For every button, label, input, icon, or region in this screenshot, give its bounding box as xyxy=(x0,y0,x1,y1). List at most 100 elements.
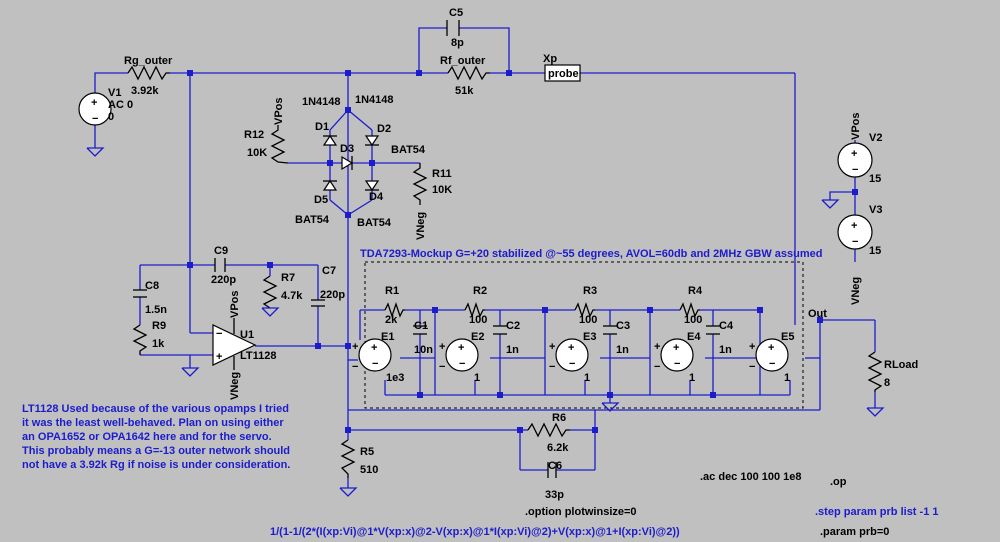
svg-text:−: − xyxy=(216,328,222,340)
vneg-net-v3: VNeg xyxy=(850,277,862,305)
r2-resistor[interactable] xyxy=(464,301,485,319)
svg-text:−: − xyxy=(372,358,378,370)
v1-name: V1 xyxy=(108,87,121,99)
svg-text:−: − xyxy=(852,164,858,176)
e2-source[interactable]: +− +− xyxy=(439,338,479,373)
e1-name: E1 xyxy=(381,331,394,343)
v3-source[interactable]: +− xyxy=(837,214,873,250)
svg-text:+: + xyxy=(458,342,464,354)
u1-opamp[interactable] xyxy=(212,324,257,366)
ground-icon xyxy=(821,199,840,209)
rload-value: 8 xyxy=(884,377,890,389)
xp-probe-label: probe xyxy=(548,68,579,80)
e4-source[interactable]: +− +− xyxy=(654,338,694,373)
rg-outer-name: Rg_outer xyxy=(124,55,173,67)
c6-value: 33p xyxy=(545,489,564,501)
v1-source[interactable] xyxy=(78,92,112,126)
d3-diode[interactable] xyxy=(341,155,354,171)
c1-name: C1 xyxy=(414,320,428,332)
r12-value: 10K xyxy=(247,147,267,159)
r4-value: 100 xyxy=(684,314,702,326)
directive-option: .option plotwinsize=0 xyxy=(525,506,637,518)
svg-text:+: + xyxy=(216,351,222,363)
d2-diode[interactable] xyxy=(364,135,380,147)
svg-text:−: − xyxy=(352,361,358,373)
svg-text:−: − xyxy=(92,113,98,125)
junction-dots xyxy=(187,70,858,433)
c3-value: 1n xyxy=(616,344,629,356)
r11-resistor[interactable] xyxy=(412,163,428,205)
c2-name: C2 xyxy=(506,320,520,332)
c9-value: 220p xyxy=(211,274,236,286)
comment-block: LT1128 Used because of the various opamp… xyxy=(22,403,290,471)
svg-text:+: + xyxy=(673,342,679,354)
svg-text:−: − xyxy=(852,236,858,248)
d2-name: D2 xyxy=(377,123,391,135)
rload-resistor[interactable] xyxy=(867,351,883,392)
ground-icon xyxy=(339,487,358,497)
r3-resistor[interactable] xyxy=(574,301,595,319)
r5-value: 510 xyxy=(360,464,378,476)
r11-value: 10K xyxy=(432,184,452,196)
c9-name: C9 xyxy=(214,245,228,257)
c6-name: C6 xyxy=(548,460,562,472)
ground-icon xyxy=(866,407,885,417)
r5-resistor[interactable] xyxy=(340,439,356,478)
r1-resistor[interactable] xyxy=(384,301,405,319)
d1-model: 1N4148 xyxy=(302,96,341,108)
d1-diode[interactable] xyxy=(322,134,338,146)
ground-icon xyxy=(86,147,105,157)
svg-text:−: − xyxy=(654,361,660,373)
v3-name: V3 xyxy=(869,204,882,216)
d4-model: BAT54 xyxy=(357,217,392,229)
d5-diode[interactable] xyxy=(322,179,338,191)
v1-value2: 0 xyxy=(108,111,114,123)
d4-name: D4 xyxy=(369,191,384,203)
vpos-net-r12: VPos xyxy=(273,97,285,125)
r2-name: R2 xyxy=(473,285,487,297)
svg-text:−: − xyxy=(439,361,445,373)
svg-text:−: − xyxy=(674,358,680,370)
r7-resistor[interactable] xyxy=(262,275,278,309)
xp-probe-box[interactable] xyxy=(544,64,581,82)
e1-source[interactable]: + − + − xyxy=(352,338,392,373)
r5-name: R5 xyxy=(360,446,374,458)
d3-name: D3 xyxy=(340,143,354,155)
v2-source[interactable]: +− xyxy=(837,142,873,178)
svg-text:+: + xyxy=(439,341,445,353)
r12-name: R12 xyxy=(244,129,264,141)
svg-text:+: + xyxy=(352,341,358,353)
wires xyxy=(94,27,876,488)
d3-model: BAT54 xyxy=(391,144,426,156)
e4-value: 1 xyxy=(689,372,695,384)
r3-name: R3 xyxy=(583,285,597,297)
rf-outer-value: 51k xyxy=(455,85,474,97)
c4-name: C4 xyxy=(719,320,734,332)
r12-resistor[interactable] xyxy=(270,125,289,164)
d4-diode[interactable] xyxy=(364,180,380,192)
svg-text:−: − xyxy=(549,361,555,373)
svg-text:+: + xyxy=(549,341,555,353)
e3-name: E3 xyxy=(583,331,596,343)
e3-source[interactable]: +− +− xyxy=(549,338,589,373)
u1-model: LT1128 xyxy=(240,350,277,362)
r6-value: 6.2k xyxy=(547,442,569,454)
d5-name: D5 xyxy=(314,194,328,206)
r1-name: R1 xyxy=(385,285,399,297)
svg-text:+: + xyxy=(371,342,377,354)
directive-op: .op xyxy=(830,476,847,488)
rg-outer-value: 3.92k xyxy=(131,85,159,97)
r4-resistor[interactable] xyxy=(679,301,700,319)
ground-icon xyxy=(181,367,200,377)
rf-outer-resistor[interactable] xyxy=(447,65,490,81)
r9-resistor[interactable] xyxy=(132,324,148,355)
c5-name: C5 xyxy=(449,7,463,19)
rg-outer-resistor[interactable] xyxy=(127,65,170,81)
formula-text: 1/(1-1/(2*(I(xp:Vi)@1*V(xp:x)@2-V(xp:x)@… xyxy=(270,526,680,538)
r2-value: 100 xyxy=(469,314,487,326)
comment-line: an OPA1652 or OPA1642 here and for the s… xyxy=(22,431,272,443)
e5-source[interactable]: +− +− xyxy=(749,338,789,373)
c1-value: 10n xyxy=(414,344,433,356)
out-net: Out xyxy=(808,308,827,320)
r6-resistor[interactable] xyxy=(527,422,570,438)
